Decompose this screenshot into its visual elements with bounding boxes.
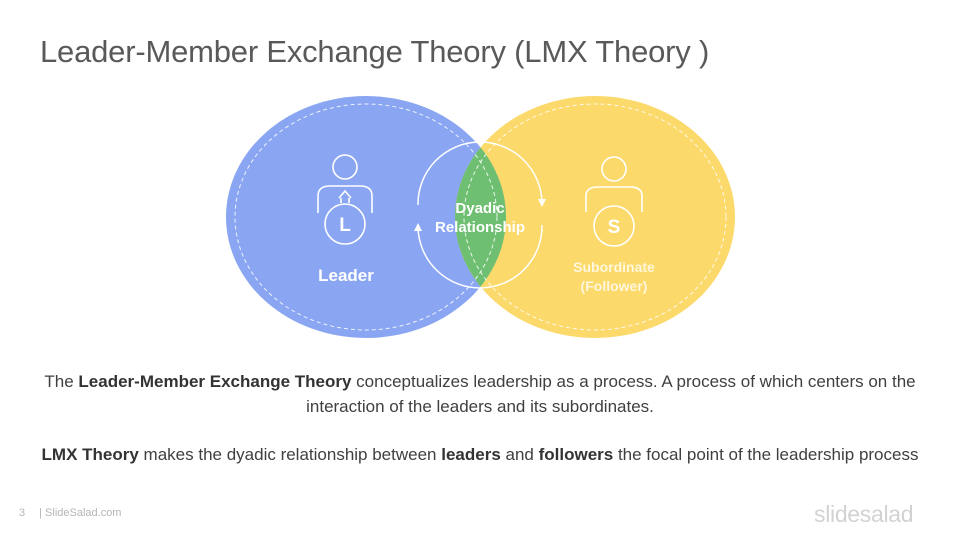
leader-label: Leader <box>318 266 374 285</box>
bold-text: leaders <box>441 445 501 464</box>
description-paragraph-2: LMX Theory makes the dyadic relationship… <box>40 442 920 467</box>
subordinate-person-icon <box>585 156 643 247</box>
bold-text: Leader-Member Exchange Theory <box>78 372 352 391</box>
dyadic-label-line1: Dyadic <box>455 200 505 217</box>
footer-source: | SlideSalad.com <box>39 507 122 519</box>
cycle-arrows-icon <box>417 141 543 289</box>
page-number: 3 <box>19 507 26 519</box>
text: The <box>44 372 79 391</box>
leader-ellipse <box>226 96 506 338</box>
slide-title: Leader-Member Exchange Theory (LMX Theor… <box>40 34 710 69</box>
bold-text: LMX Theory <box>41 445 139 464</box>
bold-text: followers <box>538 445 614 464</box>
dyadic-label-line2: Relationship <box>434 219 525 236</box>
text: conceptualizes leadership as a process. … <box>306 372 916 416</box>
leader-icon-letter: L <box>339 215 351 236</box>
text: and <box>500 445 539 464</box>
slide-footer: 3 | SlideSalad.com <box>19 507 121 519</box>
text: the focal point of the leadership proces… <box>613 445 919 464</box>
leader-person-icon <box>317 154 373 245</box>
subordinate-icon-letter: S <box>608 217 621 238</box>
subordinate-label-line1: Subordinate <box>573 259 655 275</box>
slidesalad-logo: slidesalad <box>814 501 914 527</box>
description-paragraph-1: The Leader-Member Exchange Theory concep… <box>40 369 920 419</box>
subordinate-ellipse <box>455 96 735 338</box>
subordinate-label-line2: (Follower) <box>580 278 648 294</box>
dyadic-relationship-label: Dyadic Relationship <box>418 199 542 237</box>
text: makes the dyadic relationship between <box>138 445 442 464</box>
subordinate-label: Subordinate (Follower) <box>552 258 676 296</box>
